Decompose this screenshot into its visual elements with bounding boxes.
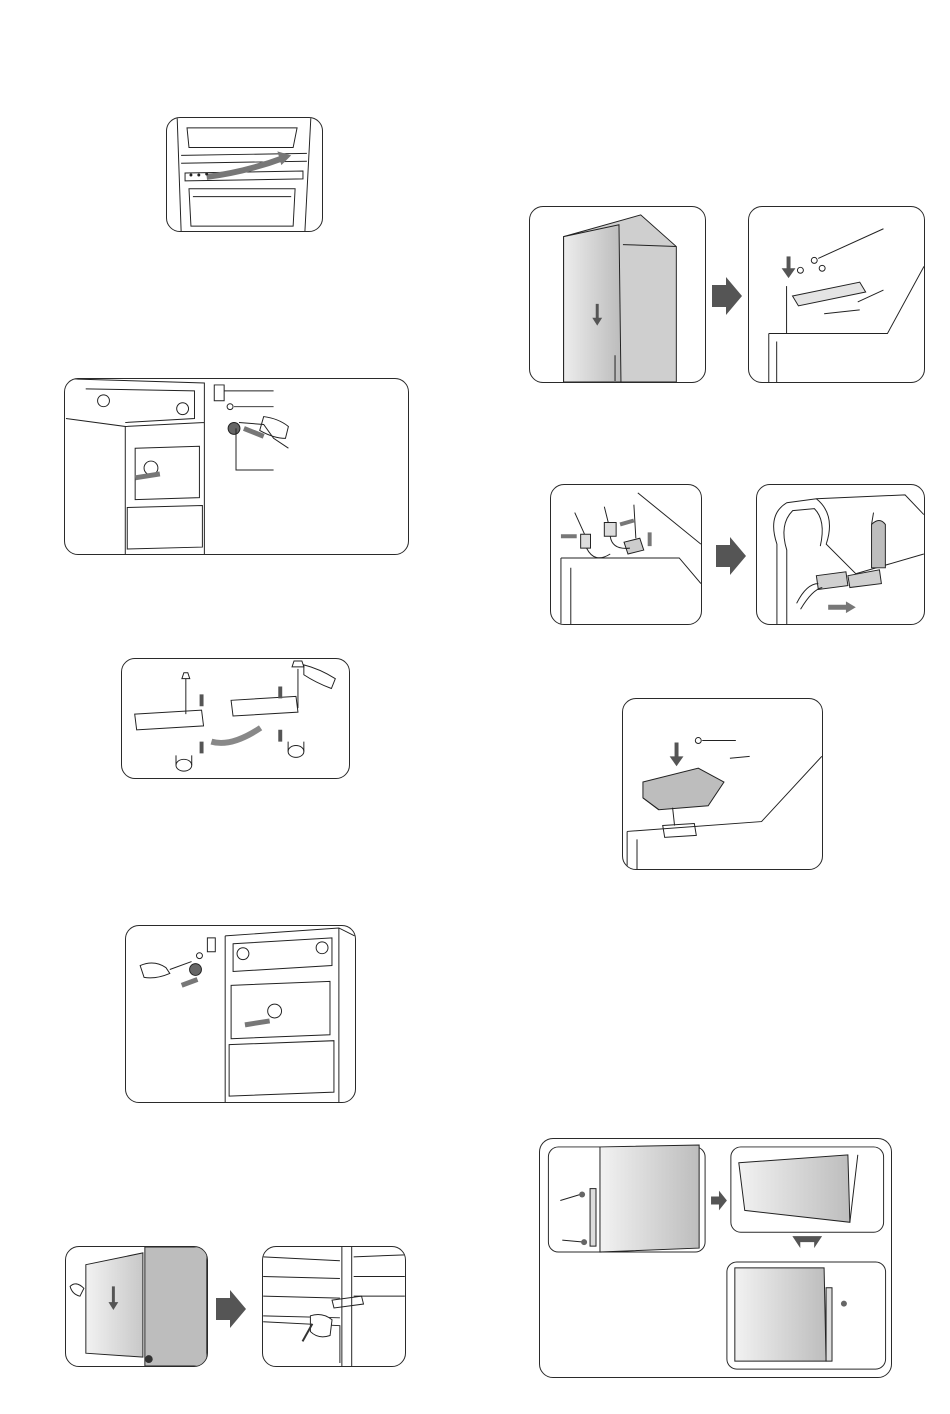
fig-wire-connectors bbox=[550, 484, 702, 625]
hinge-screws-icon bbox=[263, 1247, 405, 1366]
fig-upper-hinge-remove bbox=[64, 378, 409, 555]
fig-connector-detail bbox=[756, 484, 925, 625]
hinge-screws-icon bbox=[65, 379, 408, 554]
wire-connector-icon bbox=[757, 485, 924, 624]
step-arrow-icon bbox=[712, 277, 742, 315]
fig-cover-strip bbox=[166, 117, 323, 232]
wire-connector-icon bbox=[551, 485, 701, 624]
door-lift-icon bbox=[530, 207, 705, 382]
door-handle-icon bbox=[540, 1139, 891, 1377]
hinge-cover-icon bbox=[623, 699, 822, 869]
hinge-screws-icon bbox=[126, 926, 355, 1102]
fig-lower-hinge bbox=[262, 1246, 406, 1367]
step-arrow-icon bbox=[216, 1290, 246, 1328]
fig-door-lift bbox=[65, 1246, 208, 1367]
fig-hinge-pin-swap bbox=[121, 658, 350, 779]
hinge-pin-icon bbox=[122, 659, 349, 778]
fig-hinge-cover bbox=[622, 698, 823, 870]
fig-top-hinge bbox=[748, 206, 925, 383]
fig-hinge-reinstall bbox=[125, 925, 356, 1103]
fig-handle-swap bbox=[539, 1138, 892, 1378]
door-lift-icon bbox=[66, 1247, 207, 1366]
step-arrow-icon bbox=[716, 537, 746, 575]
fig-fridge-top bbox=[529, 206, 706, 383]
top-hinge-icon bbox=[749, 207, 924, 382]
cover-strip-removal-icon bbox=[167, 118, 322, 231]
